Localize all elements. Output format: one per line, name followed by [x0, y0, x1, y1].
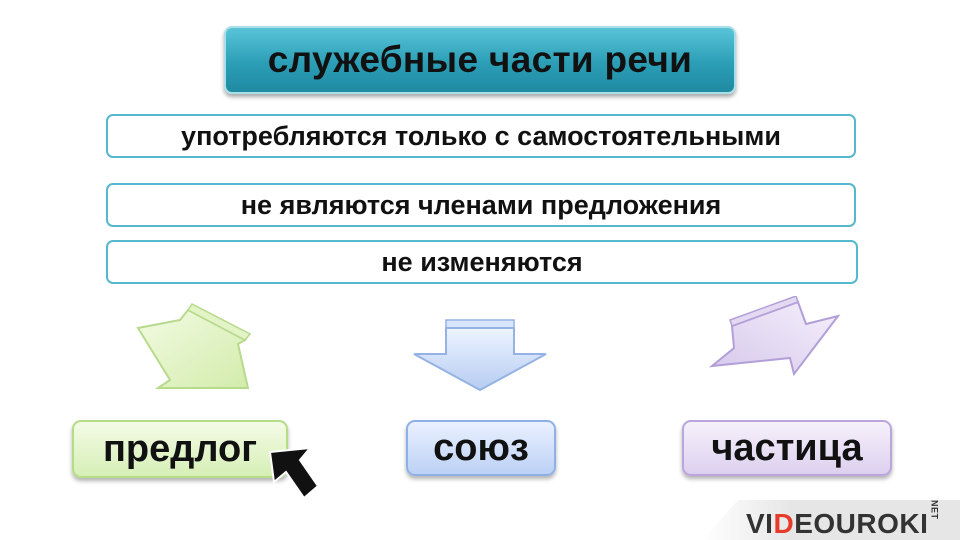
property-box-2: не являются членами предложения — [106, 183, 856, 227]
cursor-arrow-icon — [268, 446, 320, 500]
arrow-middle-icon — [413, 319, 547, 392]
arrow-right-icon — [708, 296, 841, 377]
category-conjunction: союз — [406, 420, 556, 476]
brand-logo: VIDEOUROKINET — [746, 499, 940, 540]
category-preposition: предлог — [72, 420, 288, 478]
title-box: служебные части речи — [224, 26, 736, 94]
property-box-1: употребляются только с самостоятельными — [106, 114, 856, 158]
brand-band — [702, 500, 960, 540]
arrow-left-icon — [136, 303, 252, 389]
property-box-3: не изменяются — [106, 240, 858, 284]
category-particle: частица — [682, 420, 892, 476]
diagram-title: служебные части речи — [267, 39, 693, 80]
